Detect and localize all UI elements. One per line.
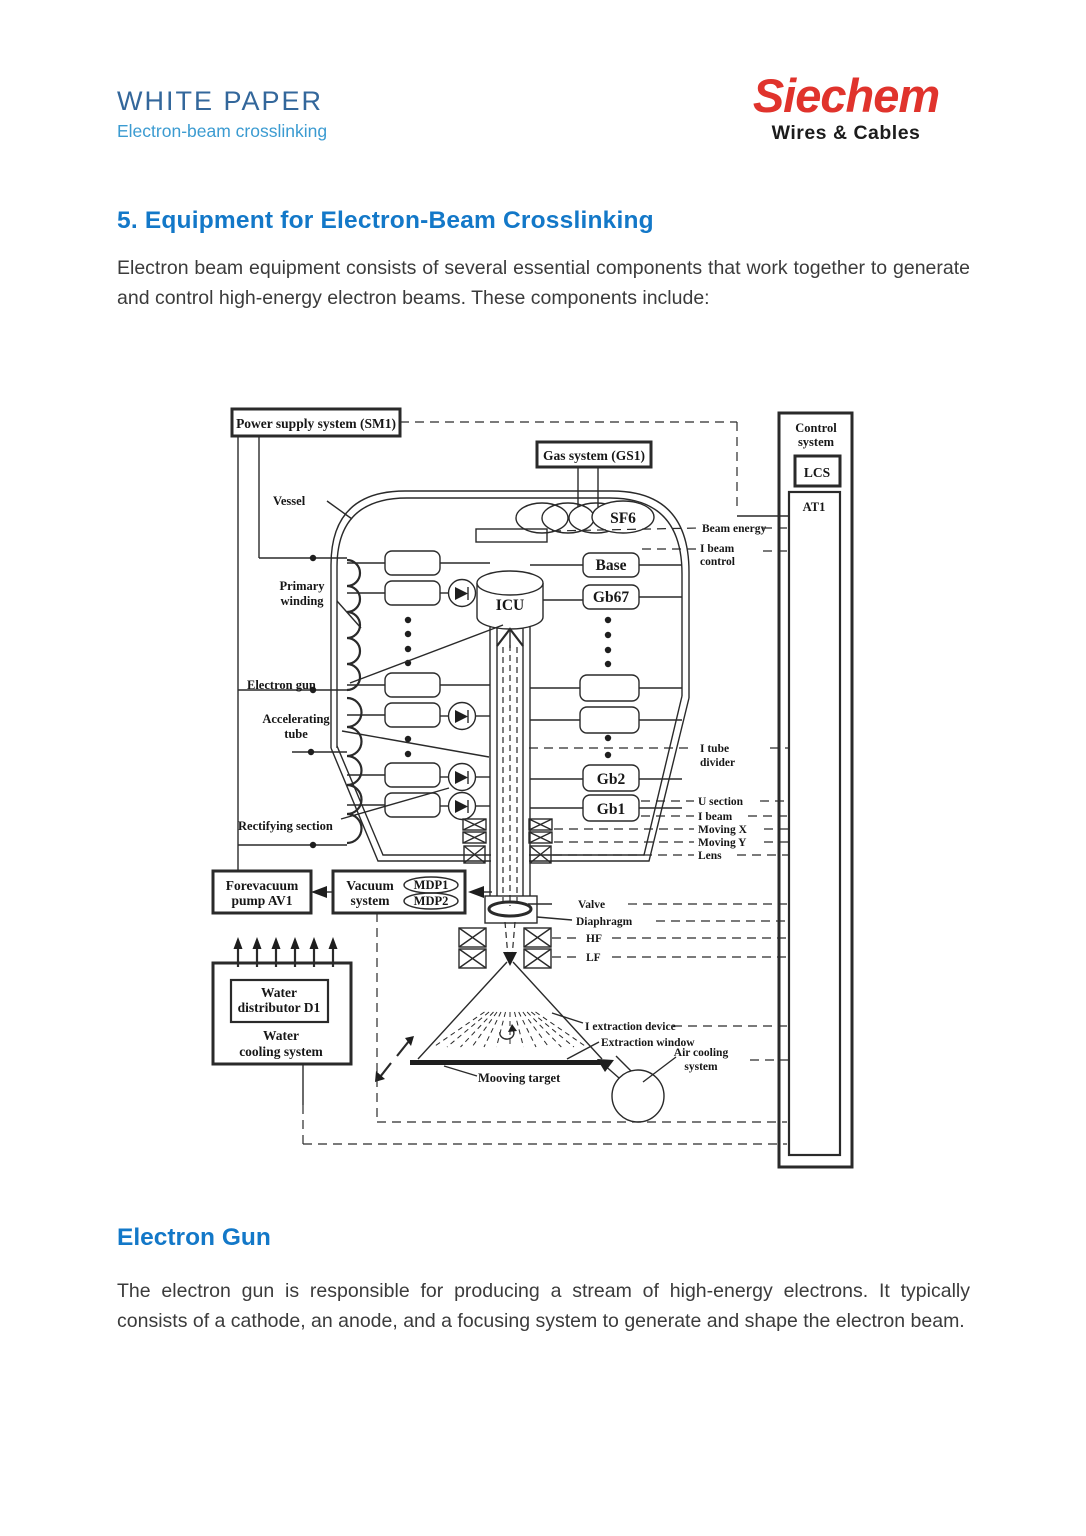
vacuum-boxes: Forevacuum pump AV1 Vacuum system MDP1 M… <box>211 869 492 915</box>
label-sf6: SF6 <box>610 510 636 527</box>
label-air-cooling-2: system <box>684 1061 718 1073</box>
label-forevacuum-2: pump AV1 <box>232 893 293 908</box>
label-i-beam-control-2: control <box>700 556 735 568</box>
label-moving-x: Moving X <box>698 824 748 836</box>
label-water-cool-2: cooling system <box>239 1044 323 1059</box>
cascade-left-column <box>384 550 441 818</box>
cascade-right-column: Base Gb67 Gb2 Gb1 <box>579 552 640 822</box>
rotation-arrow <box>499 1028 515 1040</box>
label-extraction-window: Extraction window <box>601 1037 695 1049</box>
section-paragraph: Electron beam equipment consists of seve… <box>117 257 970 309</box>
label-beam-energy: Beam energy <box>702 523 766 535</box>
beam-cone <box>417 952 603 1060</box>
power-supply-box: Power supply system (SM1) <box>230 407 402 438</box>
label-water-dist-2: distributor D1 <box>238 1000 321 1015</box>
control-system-panel: Control system LCS AT1 <box>777 411 854 1169</box>
icu-cylinder: ICU <box>476 570 544 648</box>
label-base: Base <box>596 557 627 574</box>
label-gb1: Gb1 <box>597 801 625 818</box>
label-mdp1: MDP1 <box>414 878 449 892</box>
label-vessel: Vessel <box>273 494 306 508</box>
water-cooling-box: Water distributor D1 Water cooling syste… <box>211 937 353 1105</box>
label-accelerating-tube-1: Accelerating <box>262 712 330 726</box>
cascade-wires <box>347 562 682 809</box>
label-rectifying-section: Rectifying section <box>238 819 333 833</box>
label-gas-system: Gas system (GS1) <box>543 448 645 463</box>
label-u-section: U section <box>698 796 744 808</box>
label-i-extraction-device: I extraction device <box>585 1021 676 1033</box>
label-gb67: Gb67 <box>593 589 629 606</box>
label-at1: AT1 <box>803 500 826 514</box>
label-moving-y: Moving Y <box>698 837 747 849</box>
electron-gun-paragraph: The electron gun is responsible for prod… <box>117 1280 970 1332</box>
label-gb2: Gb2 <box>597 771 626 788</box>
label-i-beam-control-1: I beam <box>700 543 735 555</box>
power-control-dashed-link <box>400 421 789 517</box>
label-primary-winding-2: winding <box>280 594 324 608</box>
label-i-tube-divider-2: divider <box>700 757 735 769</box>
label-diaphragm: Diaphragm <box>576 916 633 928</box>
label-control-system-1: Control <box>795 421 837 435</box>
label-i-beam: I beam <box>698 811 733 823</box>
page-subtitle: Electron-beam crosslinking <box>117 121 328 141</box>
label-forevacuum-1: Forevacuum <box>226 878 299 893</box>
label-electron-gun: Electron gun <box>247 678 316 692</box>
label-lcs: LCS <box>804 465 830 480</box>
accelerating-tube-column <box>489 622 531 958</box>
label-icu: ICU <box>496 597 524 614</box>
label-mdp2: MDP2 <box>414 894 449 908</box>
label-lf: LF <box>586 952 601 964</box>
label-air-cooling-1: Air cooling <box>674 1047 729 1059</box>
rectifier-diodes <box>447 578 477 821</box>
label-mooving-target: Mooving target <box>478 1071 561 1085</box>
page-title: WHITE PAPER <box>117 86 324 116</box>
valve-flange <box>484 895 573 924</box>
label-water-dist-1: Water <box>261 985 297 1000</box>
label-power-supply: Power supply system (SM1) <box>236 416 396 431</box>
label-control-system-2: system <box>798 435 835 449</box>
label-hf: HF <box>586 933 602 945</box>
deflection-lenses <box>462 818 553 864</box>
hf-lf-lenses <box>458 927 552 969</box>
label-vacuum-2: system <box>351 893 391 908</box>
logo-tagline-text: Wires & Cables <box>771 122 921 144</box>
label-valve: Valve <box>578 899 605 911</box>
hv-electrode <box>475 528 548 543</box>
vessel-outline <box>330 490 690 862</box>
section-heading: 5. Equipment for Electron-Beam Crosslink… <box>117 207 654 234</box>
label-vacuum-1: Vacuum <box>346 878 394 893</box>
electron-gun-heading: Electron Gun <box>117 1224 271 1251</box>
label-lens: Lens <box>698 850 722 862</box>
diagram-labels: Vessel Primary winding Electron gun Acce… <box>238 494 766 1085</box>
siechem-logo: Siechem Wires & Cables <box>746 72 946 145</box>
leader-lines <box>326 500 600 1077</box>
equipment-diagram: Power supply system (SM1) Gas system (GS… <box>211 407 854 1169</box>
label-primary-winding-1: Primary <box>279 579 325 593</box>
label-water-cool-1: Water <box>263 1028 299 1043</box>
sf6-gas-cushions: SF6 <box>475 500 655 543</box>
dashed-connections <box>302 527 789 1145</box>
air-blower <box>597 1055 677 1123</box>
label-i-tube-divider-1: I tube <box>700 743 729 755</box>
label-accelerating-tube-2: tube <box>284 727 308 741</box>
gas-system-box: Gas system (GS1) <box>535 440 653 507</box>
logo-brand-text: Siechem <box>752 69 940 122</box>
